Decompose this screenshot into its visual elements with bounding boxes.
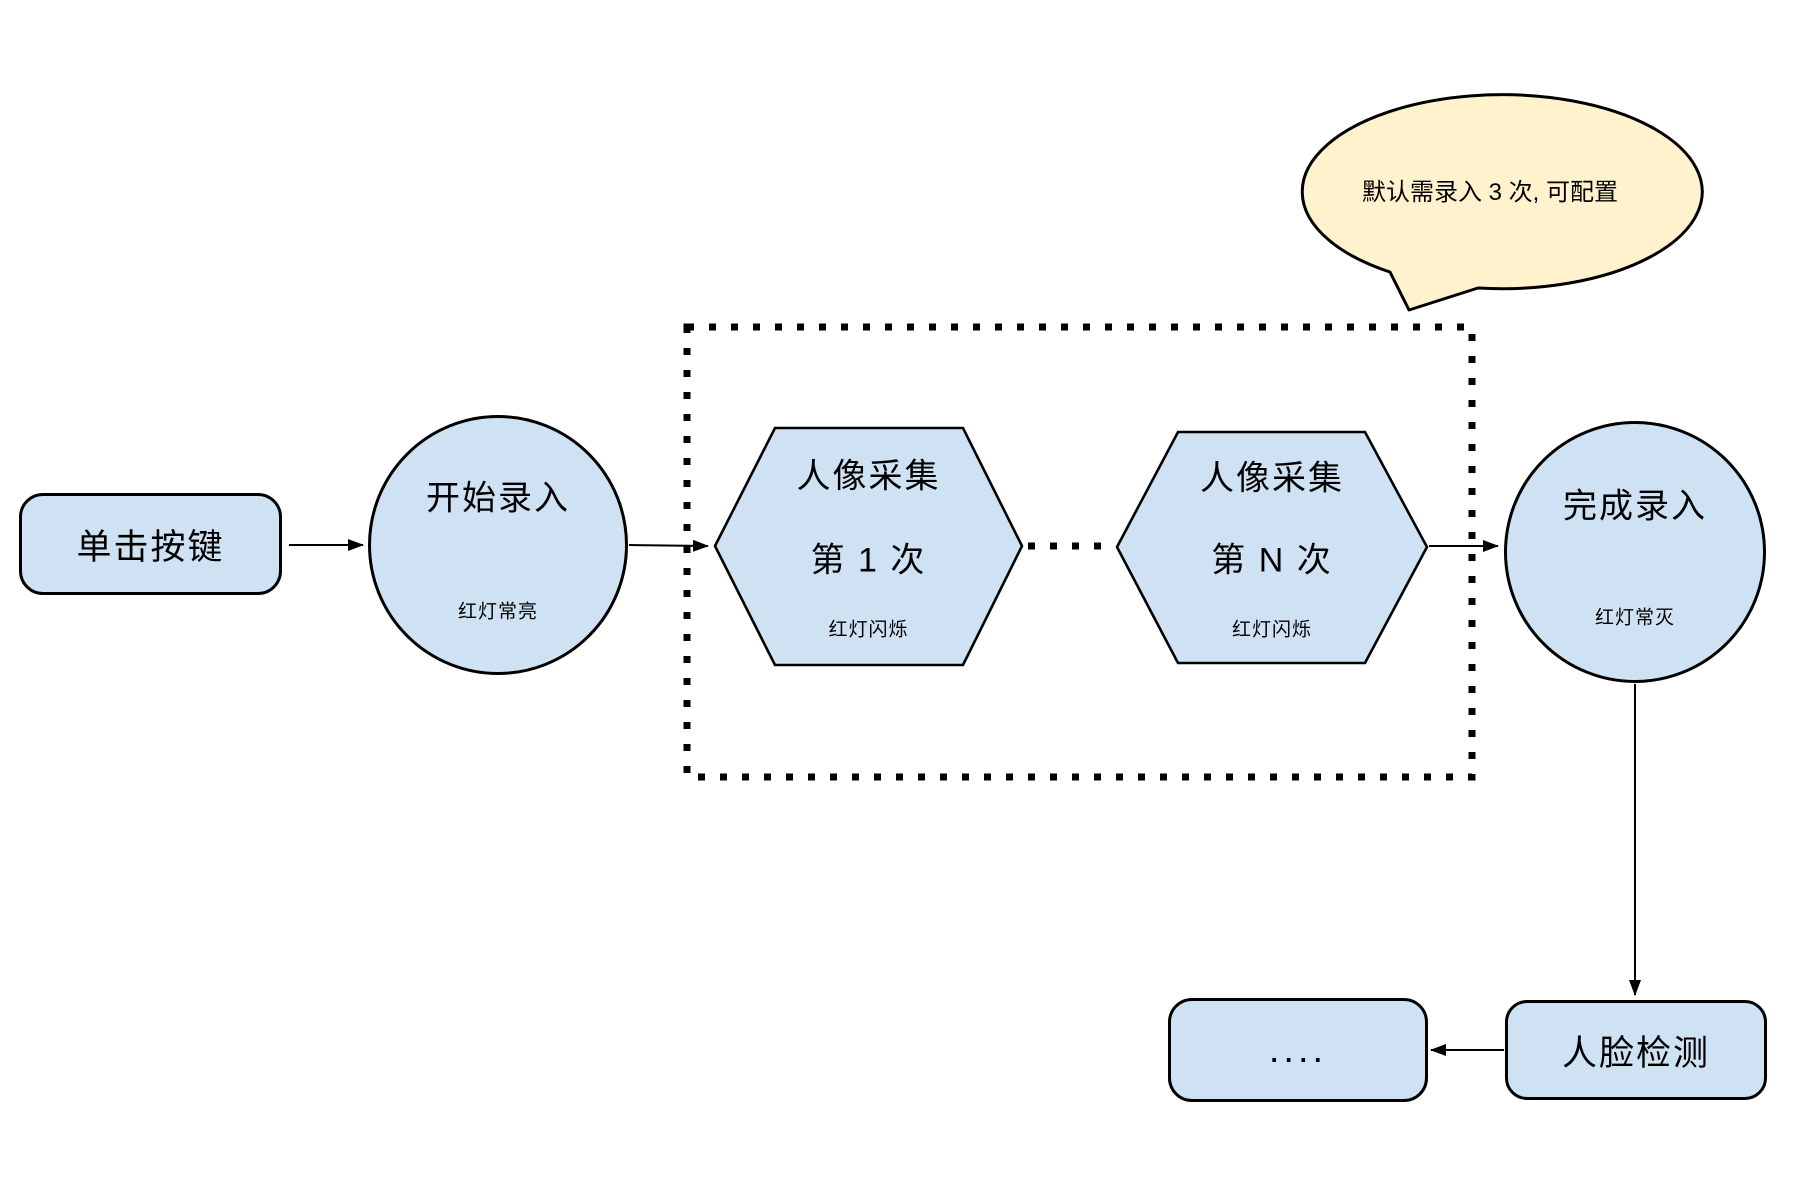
node-click-button-label: 单击按键 (76, 527, 225, 567)
capture-first-hexagon (713, 426, 1024, 667)
node-face-detection-label: 人脸检测 (1561, 1033, 1710, 1073)
node-ellipsis: .... (1168, 998, 1428, 1102)
node-start-entry-subtitle: 红灯常亮 (457, 601, 538, 623)
node-finish-entry: 完成录入 红灯常灭 (1504, 421, 1766, 683)
loop-boundary-dotted-box (683, 323, 1476, 781)
node-ellipsis-label: .... (1268, 1028, 1328, 1071)
node-finish-entry-title: 完成录入 (1563, 487, 1707, 526)
node-start-entry-title: 开始录入 (426, 479, 570, 518)
capture-nth-hexagon (1115, 430, 1429, 665)
callout-bubble (1300, 93, 1704, 312)
node-start-entry: 开始录入 红灯常亮 (368, 415, 628, 675)
callout-text: 默认需录入 3 次, 可配置 (1361, 179, 1619, 206)
node-click-button: 单击按键 (19, 493, 282, 595)
node-face-detection: 人脸检测 (1505, 1000, 1767, 1100)
node-finish-entry-subtitle: 红灯常灭 (1594, 607, 1675, 629)
arrow-start-to-capture1 (628, 539, 709, 552)
